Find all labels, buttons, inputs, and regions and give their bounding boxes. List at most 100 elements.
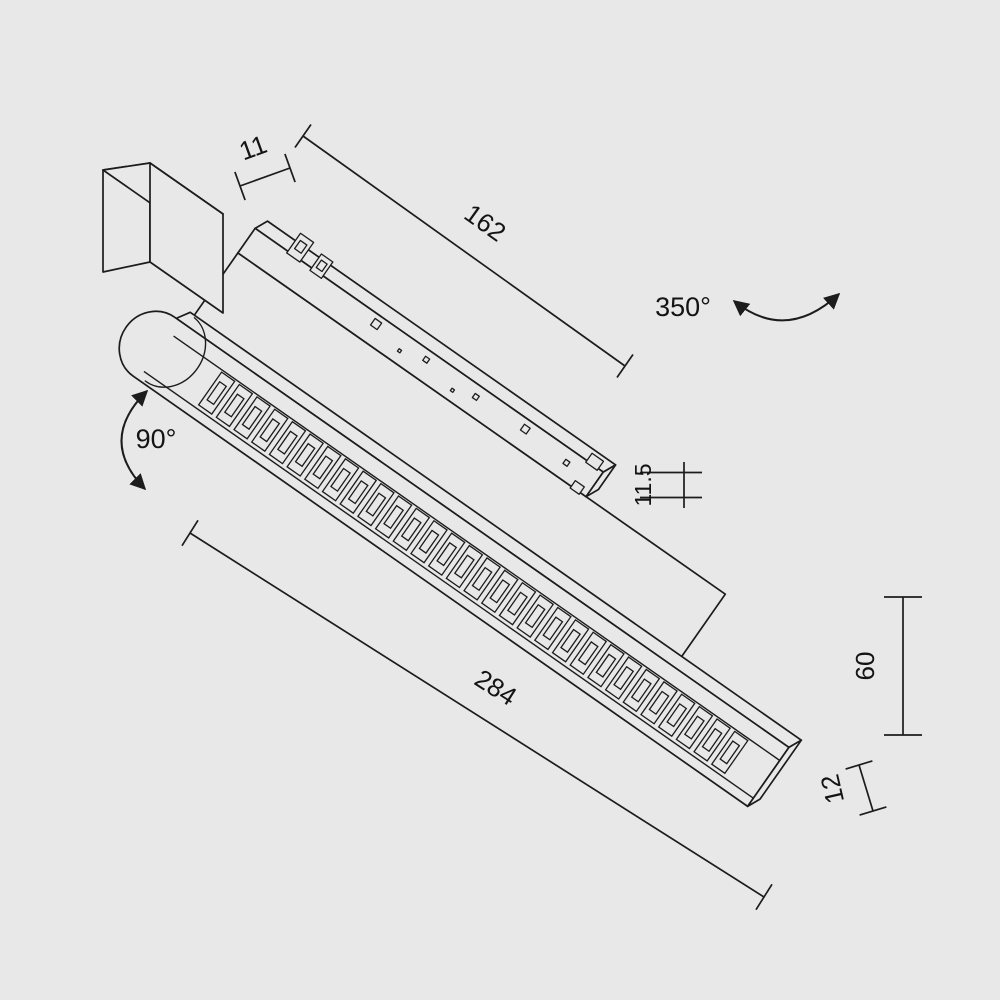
louver-cell-inner [595,653,617,678]
louver-cell [410,519,448,564]
louver-cell [657,693,696,738]
rail-screw [519,423,531,435]
tilt-rotation-annotation: 90° [120,389,177,491]
dimension-track-slot-width: 11 [234,129,296,201]
rail-screw [422,355,431,364]
louver-cell-inner [365,492,387,517]
louver-cell-inner [701,727,723,753]
louver-cell-inner [400,517,422,542]
louver-cell [233,395,271,440]
louver-cell-inner [577,641,599,666]
dim-line [239,167,291,187]
louver-cell [427,532,466,577]
rail-screw [562,458,571,467]
louver-cell [356,482,395,527]
louver-cell [197,371,236,415]
track-rail-assembly [186,220,727,668]
louver-cell-inner [648,690,670,716]
louver-cells [197,371,749,775]
pan-rotation-annotation: 350° [655,292,841,322]
light-bar-front-face [118,310,790,808]
louver-cell [551,618,590,663]
louver-cell-inner [471,566,493,592]
louver-cell [710,730,749,775]
louver-cell [622,668,661,713]
light-bar-end-face [746,739,803,808]
louver-cell-inner [330,467,352,493]
louver-cell [640,680,678,725]
dim-line [858,764,874,812]
pan-rotation-arrow-icon [732,292,841,322]
louver-cell [675,705,714,750]
louver-cell [569,631,608,676]
louver-cell-inner [560,628,582,654]
louver-cell-inner [276,430,298,455]
mount-clip-inner [293,239,308,254]
louver-cell [498,581,537,626]
tilt-rotation-arrow-icon [120,389,149,491]
louver-cell [339,470,378,515]
louver-cell-inner [453,554,475,579]
pivot-cylinder-contour [144,316,207,388]
tilt-rotation-label: 90° [136,424,177,454]
driver-box [102,162,224,314]
louver-cell-inner [506,591,528,616]
louver-cell [587,643,625,688]
dimension-track-height: 11.5 [630,462,702,508]
louver-cell-inner [294,442,316,468]
louver-cell [250,408,289,453]
light-bar [118,310,803,808]
dim-label-fixture-depth: 12 [814,772,850,807]
rail-dot [449,387,456,394]
dim-label-fixture-height: 60 [850,652,880,681]
louver-cell-inner [241,405,263,431]
louver-cell-inner [312,455,334,480]
louver-cell-inner [489,579,511,604]
louver-cell [303,445,342,490]
louver-cell-inner [206,380,228,406]
rail-end-bracket [585,452,605,471]
dim-label-track-length: 162 [459,198,512,248]
driver-box-right-face [149,162,224,314]
dim-label-track-height: 11.5 [630,463,656,506]
louver-cell-inner [347,479,369,505]
pan-rotation-label: 350° [655,292,711,322]
louver-cell [215,383,254,428]
louver-cell-inner [613,665,635,691]
louver-cell [321,457,360,502]
louver-cell-inner [418,529,440,554]
louver-cell-inner [542,616,564,641]
louver-strip-bottom-edge [143,370,754,799]
louver-strip-top-edge [173,335,781,762]
rail-end-face [585,464,617,498]
dimension-fixture-height: 60 [850,596,922,736]
louver-cell [480,569,519,614]
louver-cell-inner [630,678,652,703]
louver-cell [392,507,431,552]
louver-cell [604,656,643,700]
mount-clip-inner [315,259,328,273]
louver-cell [693,718,732,762]
louver-cell-inner [259,418,281,443]
rail-end-bracket [569,479,585,495]
dim-line [189,532,765,898]
louver-cell [268,420,307,465]
louver-cell-inner [666,702,688,728]
louver-cell [463,557,502,601]
rail-dot [396,348,403,354]
louver-cell [516,594,555,638]
rail-screw [369,317,383,331]
louver-cell [374,495,413,539]
louver-cell [286,433,325,477]
dim-label-track-slot-width: 11 [235,129,271,166]
rail-screw [471,392,480,402]
dimension-fixture-depth: 12 [814,760,887,816]
louver-cell [533,606,572,651]
louver-cell [445,544,484,589]
louver-cell-inner [683,715,705,740]
louver-cell-inner [719,740,741,765]
louver-cell-inner [524,603,546,629]
dim-line [302,135,626,367]
louver-cell-inner [223,393,245,418]
